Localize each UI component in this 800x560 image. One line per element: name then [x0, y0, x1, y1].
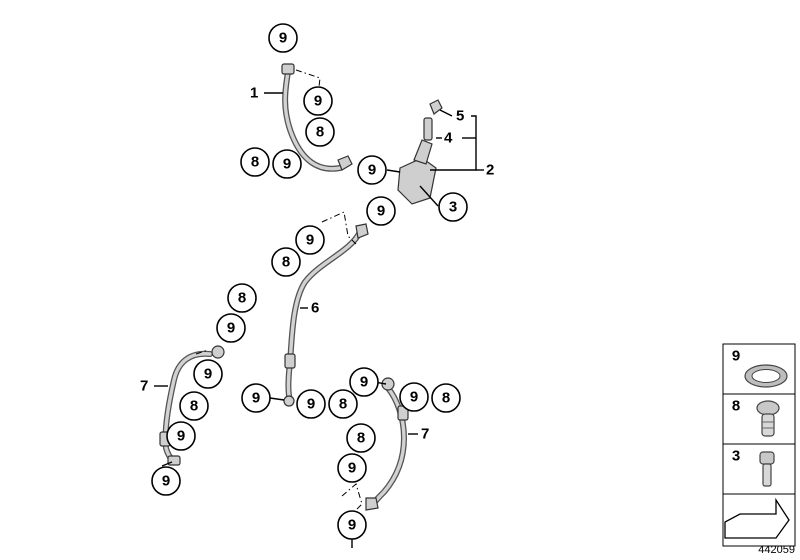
svg-text:9: 9 — [348, 517, 356, 534]
svg-text:9: 9 — [279, 30, 287, 47]
part-label-2: 2 — [486, 162, 494, 179]
brake-distributor-assembly — [397, 99, 443, 205]
part-label-6: 6 — [311, 300, 319, 317]
legend-label-3: 3 — [732, 448, 740, 465]
svg-text:9: 9 — [177, 428, 185, 445]
part-label-7-left: 7 — [140, 378, 148, 395]
part-label-5: 5 — [456, 108, 464, 125]
svg-text:9: 9 — [377, 203, 385, 220]
svg-text:9: 9 — [360, 374, 368, 391]
callout-8-hose7-right-mid: 8 — [346, 423, 376, 453]
legend-box-banjo-bolt — [722, 393, 796, 445]
svg-text:9: 9 — [368, 162, 376, 179]
svg-text:9: 9 — [314, 93, 322, 110]
callout-9-left-pair: 9 — [272, 149, 302, 179]
svg-text:9: 9 — [227, 320, 235, 337]
svg-text:9: 9 — [283, 156, 291, 173]
legend-label-8: 8 — [732, 398, 740, 415]
callout-8-hose7-left-upper: 8 — [227, 283, 257, 313]
legend-panel: 9 8 3 — [722, 343, 796, 547]
callout-9-hose7-left-mid: 9 — [166, 421, 196, 451]
brake-hose-6 — [283, 211, 369, 407]
svg-text:9: 9 — [204, 366, 212, 383]
svg-text:9: 9 — [348, 460, 356, 477]
svg-text:9: 9 — [307, 396, 315, 413]
svg-text:9: 9 — [410, 389, 418, 406]
svg-text:9: 9 — [162, 473, 170, 490]
callout-9-hose6-bottom-left: 9 — [241, 383, 271, 413]
svg-text:8: 8 — [190, 398, 198, 415]
legend-box-screw — [722, 443, 796, 495]
svg-text:9: 9 — [306, 232, 314, 249]
callout-8-hose1: 8 — [305, 117, 335, 147]
svg-text:8: 8 — [357, 430, 365, 447]
legend-label-9: 9 — [732, 348, 740, 365]
direction-arrow-icon — [724, 497, 790, 539]
callout-9-hose6-top: 9 — [295, 225, 325, 255]
callout-8-left-pair: 8 — [240, 147, 270, 177]
svg-text:8: 8 — [251, 154, 259, 171]
callout-8-hose6-top: 8 — [271, 247, 301, 277]
callout-8-hose7-right-top: 8 — [431, 383, 461, 413]
svg-text:9: 9 — [252, 390, 260, 407]
callout-9-hose1: 9 — [303, 86, 333, 116]
svg-text:8: 8 — [282, 254, 290, 271]
sealing-ring-icon — [744, 364, 788, 388]
callout-8-hose7-left-mid: 8 — [179, 391, 209, 421]
part-label-7-right: 7 — [421, 426, 429, 443]
callout-9-hose7-left-upper: 9 — [216, 313, 246, 343]
hex-screw-icon — [759, 451, 775, 487]
callout-9-hose7-left-bottom: 9 — [151, 466, 181, 496]
svg-text:8: 8 — [238, 290, 246, 307]
callout-9-hose7-right-top-left: 9 — [349, 367, 379, 397]
brake-hose-7-left — [159, 345, 225, 466]
banjo-bolt-icon — [756, 400, 780, 437]
diagram-part-number: 442059 — [758, 544, 795, 556]
brake-hose-1 — [281, 63, 353, 172]
callout-8-hose6-bottom-mid: 8 — [328, 389, 358, 419]
callout-9-distributor-lower: 9 — [366, 196, 396, 226]
callout-9-distributor-left: 9 — [357, 155, 387, 185]
callout-9-hose7-right-top: 9 — [399, 382, 429, 412]
callout-9-hose7-right-bottom: 9 — [337, 510, 367, 540]
part-label-4: 4 — [444, 130, 453, 147]
callout-9-hose6-bottom-right: 9 — [296, 389, 326, 419]
callout-9-top: 9 — [268, 23, 298, 53]
callout-9-hose7-right-mid: 9 — [337, 453, 367, 483]
callout-9-hose7-left-fitting: 9 — [193, 359, 223, 389]
callout-3-screw: 3 — [438, 192, 468, 222]
svg-text:8: 8 — [442, 390, 450, 407]
svg-text:8: 8 — [316, 124, 324, 141]
part-label-1: 1 — [250, 85, 258, 102]
svg-text:8: 8 — [339, 396, 347, 413]
svg-text:3: 3 — [449, 199, 457, 216]
leader-lines — [154, 92, 484, 548]
